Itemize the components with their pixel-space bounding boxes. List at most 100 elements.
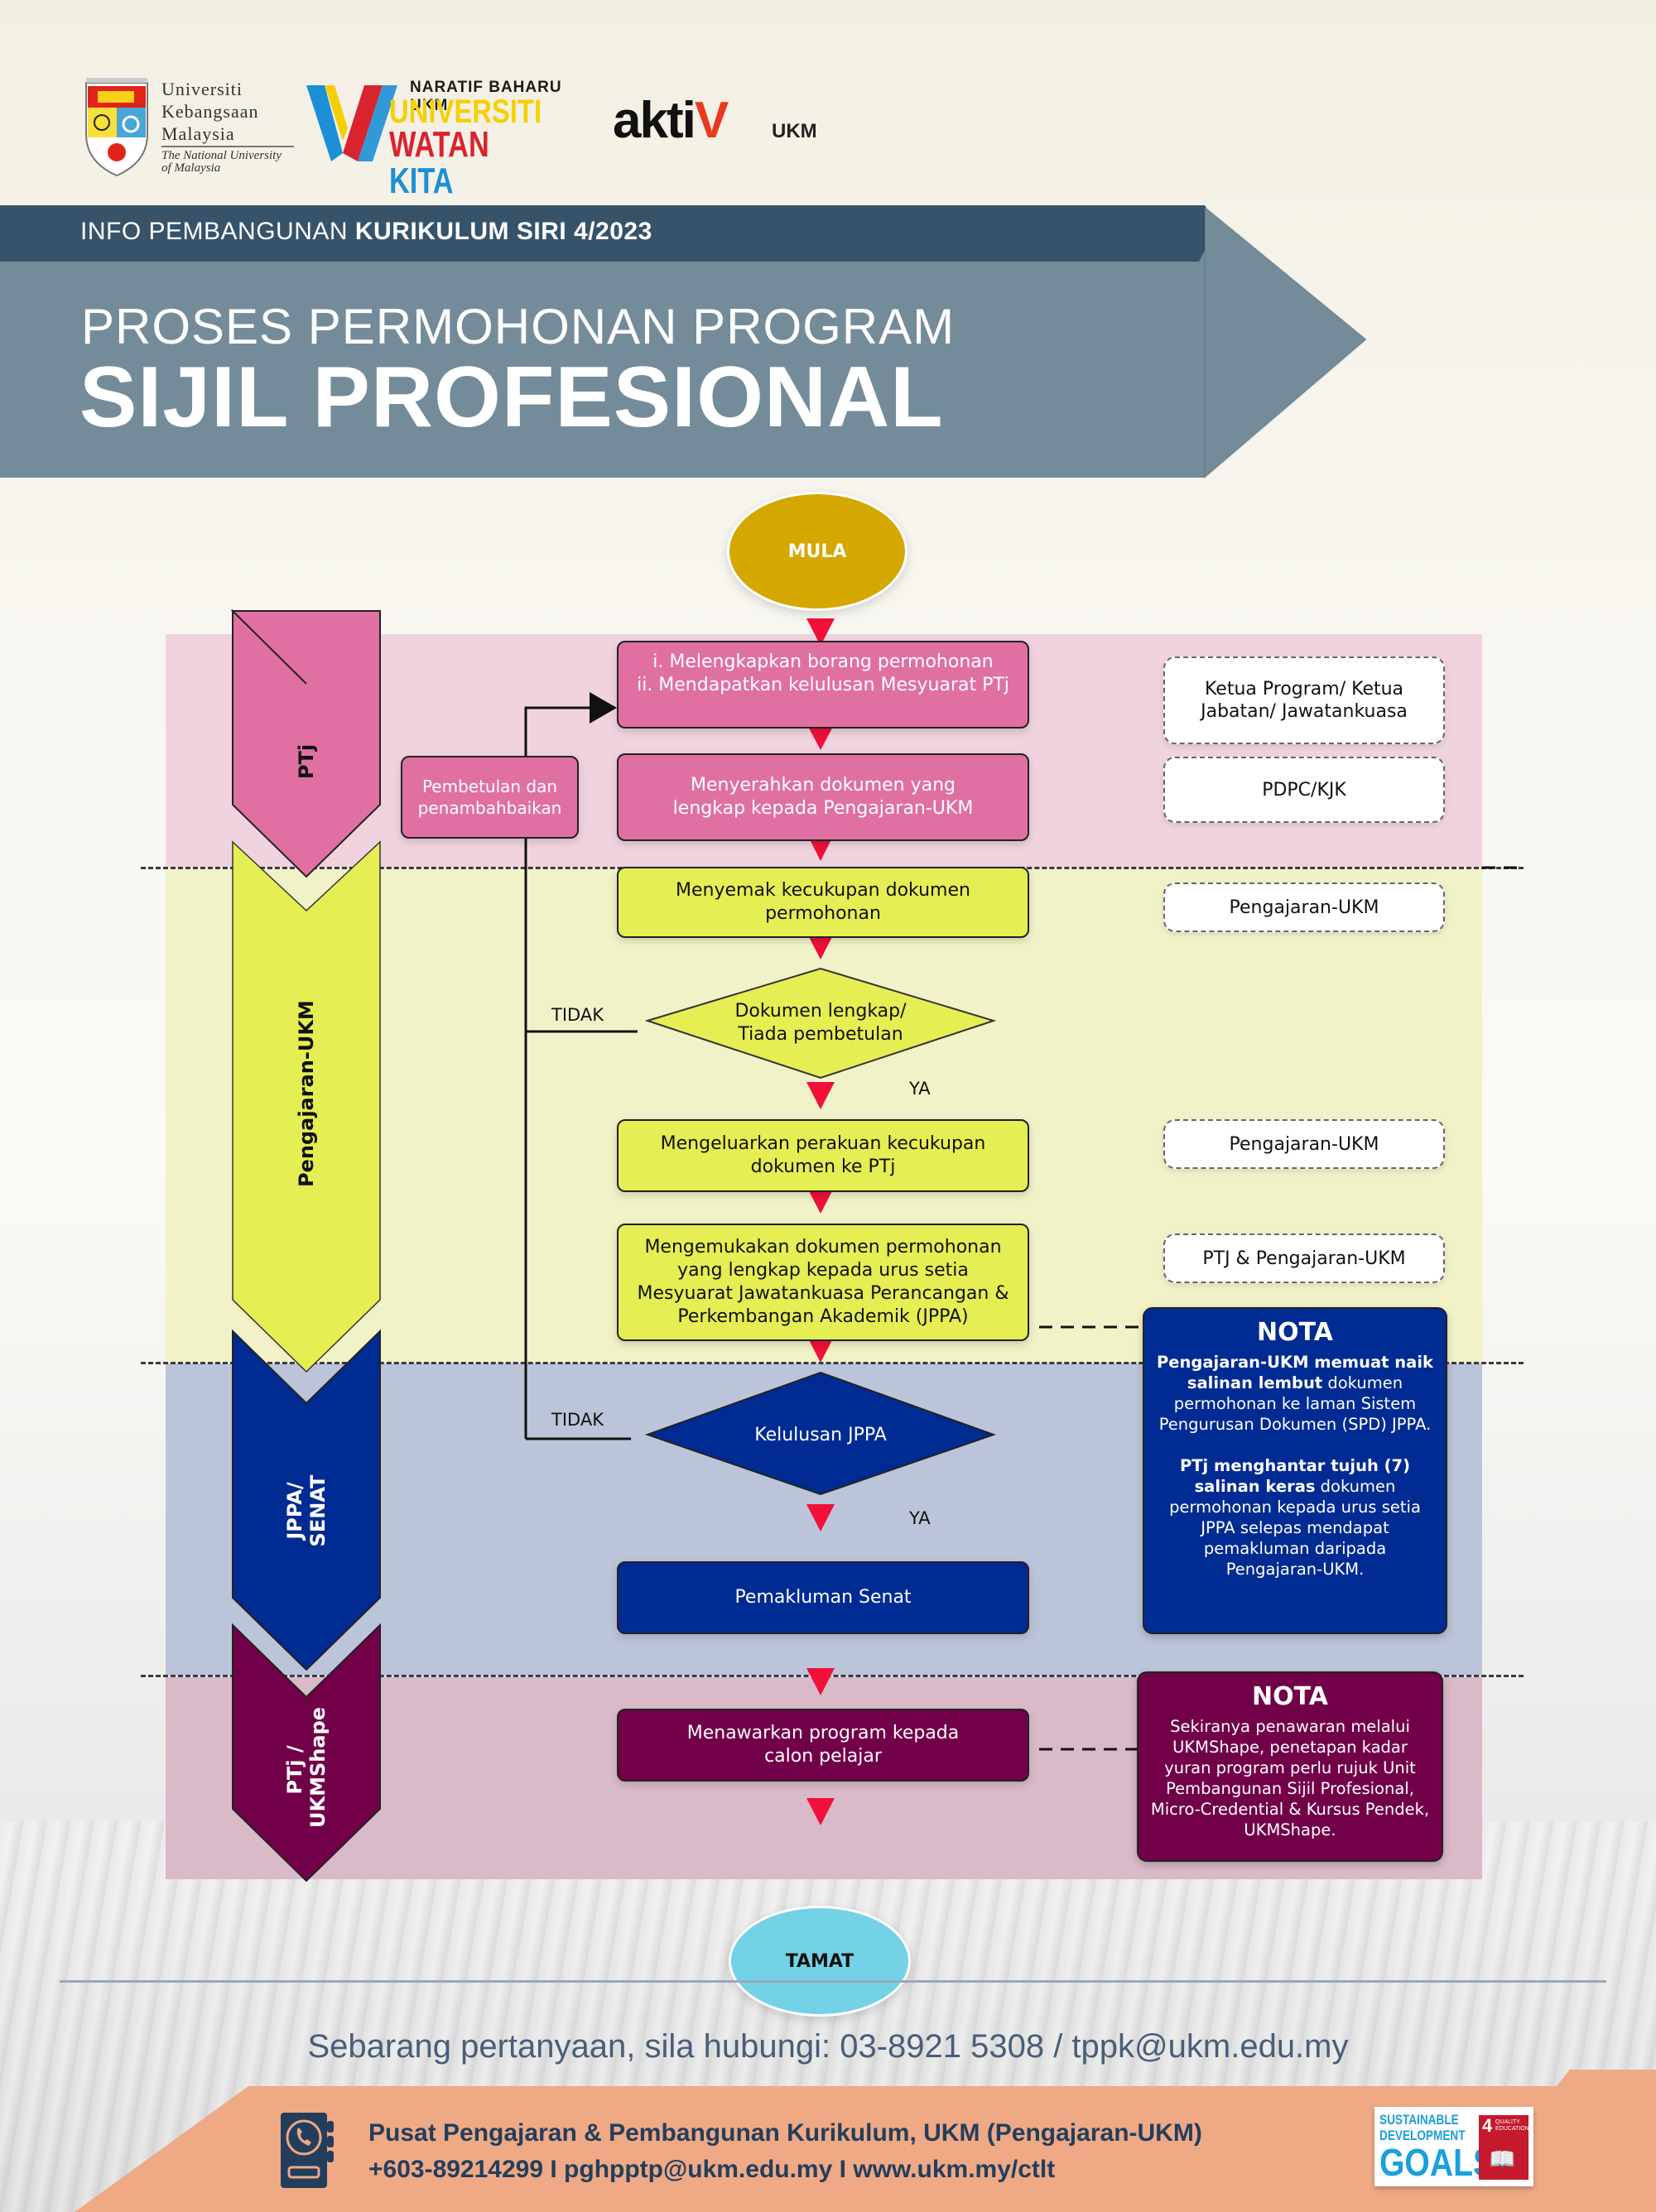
step-menawarkan-program[interactable]: Menawarkan program kepada calon pelajar (617, 1709, 1029, 1782)
sdg-goal-number: 4 (1482, 2115, 1493, 2136)
note-paragraph-1: Pengajaran-UKM memuat naik salinan lembu… (1156, 1352, 1434, 1435)
note-title: NOTA (1257, 1318, 1333, 1347)
sdg-line2: DEVELOPMENT (1379, 2128, 1466, 2143)
note-text: dokumen permohonan ke laman Sistem Pengu… (1158, 1373, 1432, 1434)
branch-label-ya: YA (909, 1079, 931, 1099)
footer-band (75, 2070, 1656, 2212)
flow-arrow (806, 724, 835, 750)
note-jppa: NOTA Pengajaran-UKM memuat naik salinan … (1143, 1307, 1447, 1634)
step-melengkapkan-borang[interactable]: i. Melengkapkan borang permohonan ii. Me… (617, 641, 1029, 729)
flow-arrow (806, 1335, 835, 1363)
series-bold: KURIKULUM SIRI 4/2023 (354, 218, 652, 245)
sdg-goal-name: QUALITY EDUCATION (1495, 2119, 1529, 2132)
lane-chevron-pengajaran (232, 840, 381, 1373)
branch-label-ya: YA (909, 1508, 931, 1528)
note-paragraph-2: PTj menghantar tujuh (7) salinan keras d… (1156, 1455, 1434, 1580)
aktiv-v: V (694, 92, 729, 149)
aktiv-sub: UKM (772, 120, 817, 142)
note-bold: Pengajaran-UKM memuat naik salinan lembu… (1157, 1353, 1433, 1392)
step-menyemak-kecukupan[interactable]: Menyemak kecukupan dokumen permohonan (617, 867, 1029, 938)
title-banner (0, 204, 1368, 480)
lane-label-ukmshape-2: UKMShape (306, 1707, 330, 1828)
lane-chevron-ptj (230, 608, 381, 878)
kita-word: KITA (389, 161, 454, 201)
watan-kita-words: WATAN KITA (389, 127, 537, 200)
organization-info: Pusat Pengajaran & Pembangunan Kurikulum… (368, 2115, 1202, 2188)
footer-divider (60, 1980, 1606, 1983)
role-ketua-program: Ketua Program/ Ketua Jabatan/ Jawatankua… (1163, 656, 1445, 744)
step-mengeluarkan-perakuan[interactable]: Mengeluarkan perakuan kecukupan dokumen … (617, 1119, 1029, 1192)
role-pengajaran-ukm: Pengajaran-UKM (1163, 882, 1445, 932)
decision-kelulusan-jppa-label: Kelulusan JPPA (754, 1425, 887, 1445)
phone-contact-icon (281, 2113, 334, 2188)
start-node[interactable]: MULA (727, 492, 907, 611)
series-label: INFO PEMBANGUNAN KURIKULUM SIRI 4/2023 (80, 218, 652, 246)
note-title: NOTA (1252, 1682, 1328, 1711)
step-pemakluman-senat[interactable]: Pemakluman Senat (617, 1561, 1029, 1634)
loop-back-line (524, 706, 596, 1439)
lane-label-jppa-1: JPPA/ (283, 1482, 306, 1540)
step-mengemukakan-dokumen[interactable]: Mengemukakan dokumen permohonan yang len… (617, 1224, 1029, 1341)
step-1-line1: i. Melengkapkan borang permohonan (652, 652, 994, 672)
flow-arrow (806, 1668, 835, 1695)
aktiv-ukm-logo: aktiV UKM (613, 95, 828, 153)
end-node[interactable]: TAMAT (729, 1906, 911, 2017)
decision-dokumen-lengkap-label: Dokumen lengkap/Tiada pembetulan (687, 990, 954, 1056)
decision-1-line2: Tiada pembetulan (738, 1024, 903, 1045)
lane-divider (141, 1362, 1524, 1364)
decision-dokumen-lengkap[interactable] (644, 967, 997, 1080)
flow-arrow (806, 1504, 835, 1532)
lane-label-ptj: PTj (295, 743, 318, 780)
branch-label-tidak: TIDAK (551, 1005, 604, 1025)
page-title: SIJIL PROFESIONAL (79, 349, 944, 445)
role-pdpc-kjk: PDPC/KJK (1163, 757, 1445, 823)
note-body: Sekiranya penawaran melalui UKMShape, pe… (1150, 1717, 1430, 1839)
ukm-name-line1: Universiti (161, 79, 243, 99)
step-menyerahkan-dokumen[interactable]: Menyerahkan dokumen yang lengkap kepada … (617, 753, 1029, 841)
lane-label-jppa: JPPA/SENAT (283, 1453, 330, 1569)
note-text: dokumen permohonan kepada urus setia JPP… (1169, 1477, 1421, 1579)
organization-name: Pusat Pengajaran & Pembangunan Kurikulum… (368, 2119, 1202, 2147)
branch-label-tidak: TIDAK (551, 1410, 604, 1430)
title-line1: PROSES PERMOHONAN PROGRAM (81, 299, 956, 354)
lane-label-ukmshape-1: PTj / (283, 1745, 306, 1795)
decision-1-line1: Dokumen lengkap/ (734, 1001, 907, 1022)
lane-label-ukmshape: PTj /UKMShape (283, 1707, 330, 1828)
flow-arrow (806, 1186, 835, 1214)
lane-divider (141, 1675, 1524, 1677)
banner-arrow-shape (0, 207, 1366, 478)
sdg-line1: SUSTAINABLE (1379, 2112, 1459, 2128)
enquiry-contact: Sebarang pertanyaan, sila hubungi: 03-89… (307, 2028, 1349, 2065)
lane-label-jppa-2: SENAT (306, 1474, 330, 1547)
watan-w-icon (306, 85, 397, 161)
flow-arrow (806, 1798, 835, 1825)
series-prefix: INFO PEMBANGUNAN (80, 218, 355, 245)
book-icon: 📖 (1489, 2147, 1516, 2171)
universiti-watan-kita-logo: NARATIF BAHARU UKM UNIVERSITI WATAN KITA (306, 79, 580, 200)
organization-contact[interactable]: +603-89214299 I pghpptp@ukm.edu.my I www… (368, 2156, 1056, 2183)
lane-label-pengajaran: Pengajaran-UKM (295, 1000, 318, 1187)
role-ptj-pengajaran: PTJ & Pengajaran-UKM (1163, 1233, 1445, 1283)
ukm-name-line2: Kebangsaan (161, 101, 259, 122)
ukm-name-line3: Malaysia (161, 123, 235, 144)
sdg-goals: GOALS (1379, 2141, 1495, 2184)
role-pengajaran-ukm: Pengajaran-UKM (1163, 1119, 1445, 1169)
note-ukmshape: NOTA Sekiranya penawaran melalui UKMShap… (1137, 1671, 1443, 1862)
loop-back-arrowhead (590, 692, 617, 724)
ukm-name: Universiti Kebangsaan Malaysia (161, 78, 259, 145)
lane-chevron-ukmshape (232, 1623, 381, 1883)
lane-chevron-jppa (232, 1329, 381, 1671)
sdg-goal-4-badge: 4 QUALITY EDUCATION 📖 (1479, 2115, 1529, 2180)
banner-top-band (0, 205, 1217, 262)
watan-word: WATAN (389, 124, 489, 165)
flow-arrow (806, 1082, 835, 1109)
aktiv-word: aktiV (613, 92, 729, 149)
ukm-tagline: The National University of Malaysia (161, 146, 294, 175)
step-pembetulan[interactable]: Pembetulan dan penambahbaikan (401, 756, 579, 839)
note-bold: PTj menghantar tujuh (7) salinan keras (1179, 1456, 1411, 1496)
decision-kelulusan-jppa[interactable] (644, 1371, 997, 1496)
ukm-logo: Universiti Kebangsaan Malaysia The Natio… (83, 76, 298, 180)
